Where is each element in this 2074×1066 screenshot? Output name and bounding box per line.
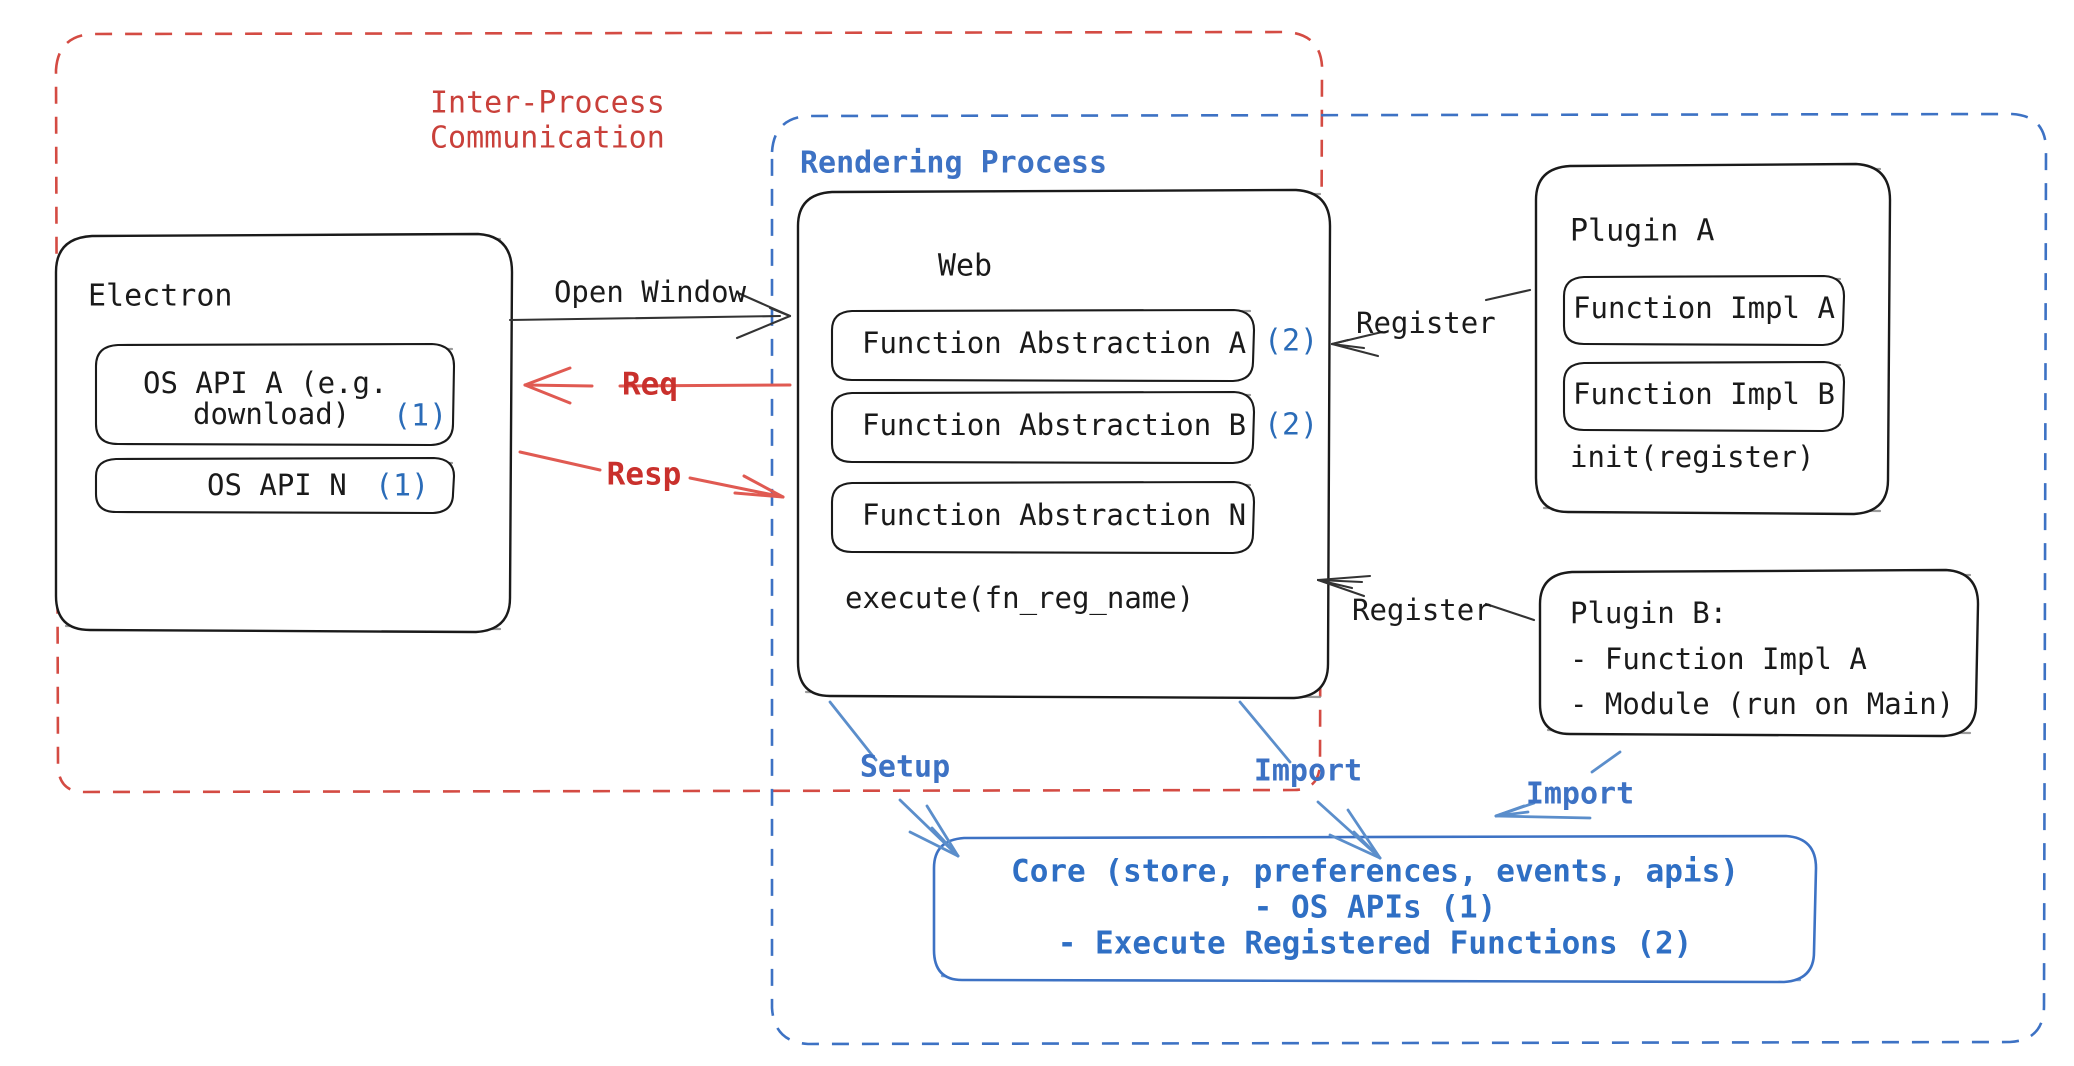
os-api-a-label-line2: download) bbox=[193, 397, 350, 431]
setup-arrow bbox=[828, 700, 960, 858]
core-line-2: - OS APIs (1) bbox=[1254, 890, 1497, 926]
function-abstraction-n-box: Function Abstraction N bbox=[830, 480, 1256, 555]
os-api-n-marker: (1) bbox=[375, 469, 429, 504]
rendering-process-label: Rendering Process bbox=[800, 146, 1107, 181]
req-arrow bbox=[523, 366, 792, 405]
core-line-3: - Execute Registered Functions (2) bbox=[1058, 926, 1693, 962]
function-abstraction-b-box: Function Abstraction B (2) bbox=[830, 390, 1318, 465]
function-abstraction-a-marker: (2) bbox=[1264, 324, 1318, 359]
os-api-a-marker: (1) bbox=[393, 399, 447, 434]
import-plugin-b-arrow bbox=[1494, 750, 1622, 820]
plugin-b-box: Plugin B: - Function Impl A - Module (ru… bbox=[1538, 568, 1980, 738]
core-line-1: Core (store, preferences, events, apis) bbox=[1011, 854, 1739, 890]
req-label: Req bbox=[622, 367, 678, 403]
register-plugin-b-arrow bbox=[1316, 574, 1536, 622]
plugin-b-item-0: - Function Impl A bbox=[1570, 642, 1867, 676]
setup-label: Setup bbox=[860, 750, 950, 785]
function-impl-b-box: Function Impl B bbox=[1562, 360, 1846, 433]
import-web-arrow bbox=[1238, 700, 1382, 860]
function-impl-a-box: Function Impl A bbox=[1562, 274, 1846, 347]
os-api-a-box: OS API A (e.g. download) (1) bbox=[94, 342, 456, 447]
function-abstraction-a-box: Function Abstraction A (2) bbox=[830, 308, 1318, 383]
plugin-a-title: Plugin A bbox=[1570, 214, 1715, 249]
electron-title: Electron bbox=[88, 279, 233, 314]
function-impl-a-label: Function Impl A bbox=[1573, 291, 1835, 325]
ipc-label-line1: Inter-Process bbox=[430, 86, 665, 121]
import-plugin-b-label: Import bbox=[1526, 777, 1634, 812]
rendering-process-boundary bbox=[770, 112, 2048, 1046]
web-title: Web bbox=[938, 249, 992, 284]
ipc-boundary bbox=[54, 30, 1324, 794]
register-plugin-a-arrow bbox=[1330, 288, 1532, 358]
function-abstraction-a-label: Function Abstraction A bbox=[862, 326, 1246, 360]
os-api-n-box: OS API N (1) bbox=[94, 456, 456, 515]
plugin-b-title: Plugin B: bbox=[1570, 596, 1727, 630]
register-plugin-b-label: Register bbox=[1352, 593, 1492, 627]
resp-label: Resp bbox=[607, 457, 682, 493]
web-execute-label: execute(fn_reg_name) bbox=[845, 581, 1194, 616]
plugin-a-init-label: init(register) bbox=[1570, 440, 1814, 474]
register-plugin-a-label: Register bbox=[1356, 306, 1496, 340]
resp-arrow bbox=[518, 450, 785, 499]
open-window-arrow bbox=[508, 291, 792, 340]
function-abstraction-n-label: Function Abstraction N bbox=[862, 498, 1246, 532]
ipc-label-line2: Communication bbox=[430, 121, 665, 156]
function-abstraction-b-label: Function Abstraction B bbox=[862, 408, 1246, 442]
import-web-label: Import bbox=[1254, 754, 1362, 789]
core-box: Core (store, preferences, events, apis) … bbox=[932, 834, 1818, 984]
os-api-a-label-line1: OS API A (e.g. bbox=[143, 366, 387, 400]
plugin-b-item-1: - Module (run on Main) bbox=[1570, 687, 1954, 721]
function-impl-b-label: Function Impl B bbox=[1573, 377, 1835, 411]
function-abstraction-b-marker: (2) bbox=[1264, 408, 1318, 443]
open-window-label: Open Window bbox=[554, 275, 747, 309]
os-api-n-label: OS API N bbox=[207, 468, 347, 502]
